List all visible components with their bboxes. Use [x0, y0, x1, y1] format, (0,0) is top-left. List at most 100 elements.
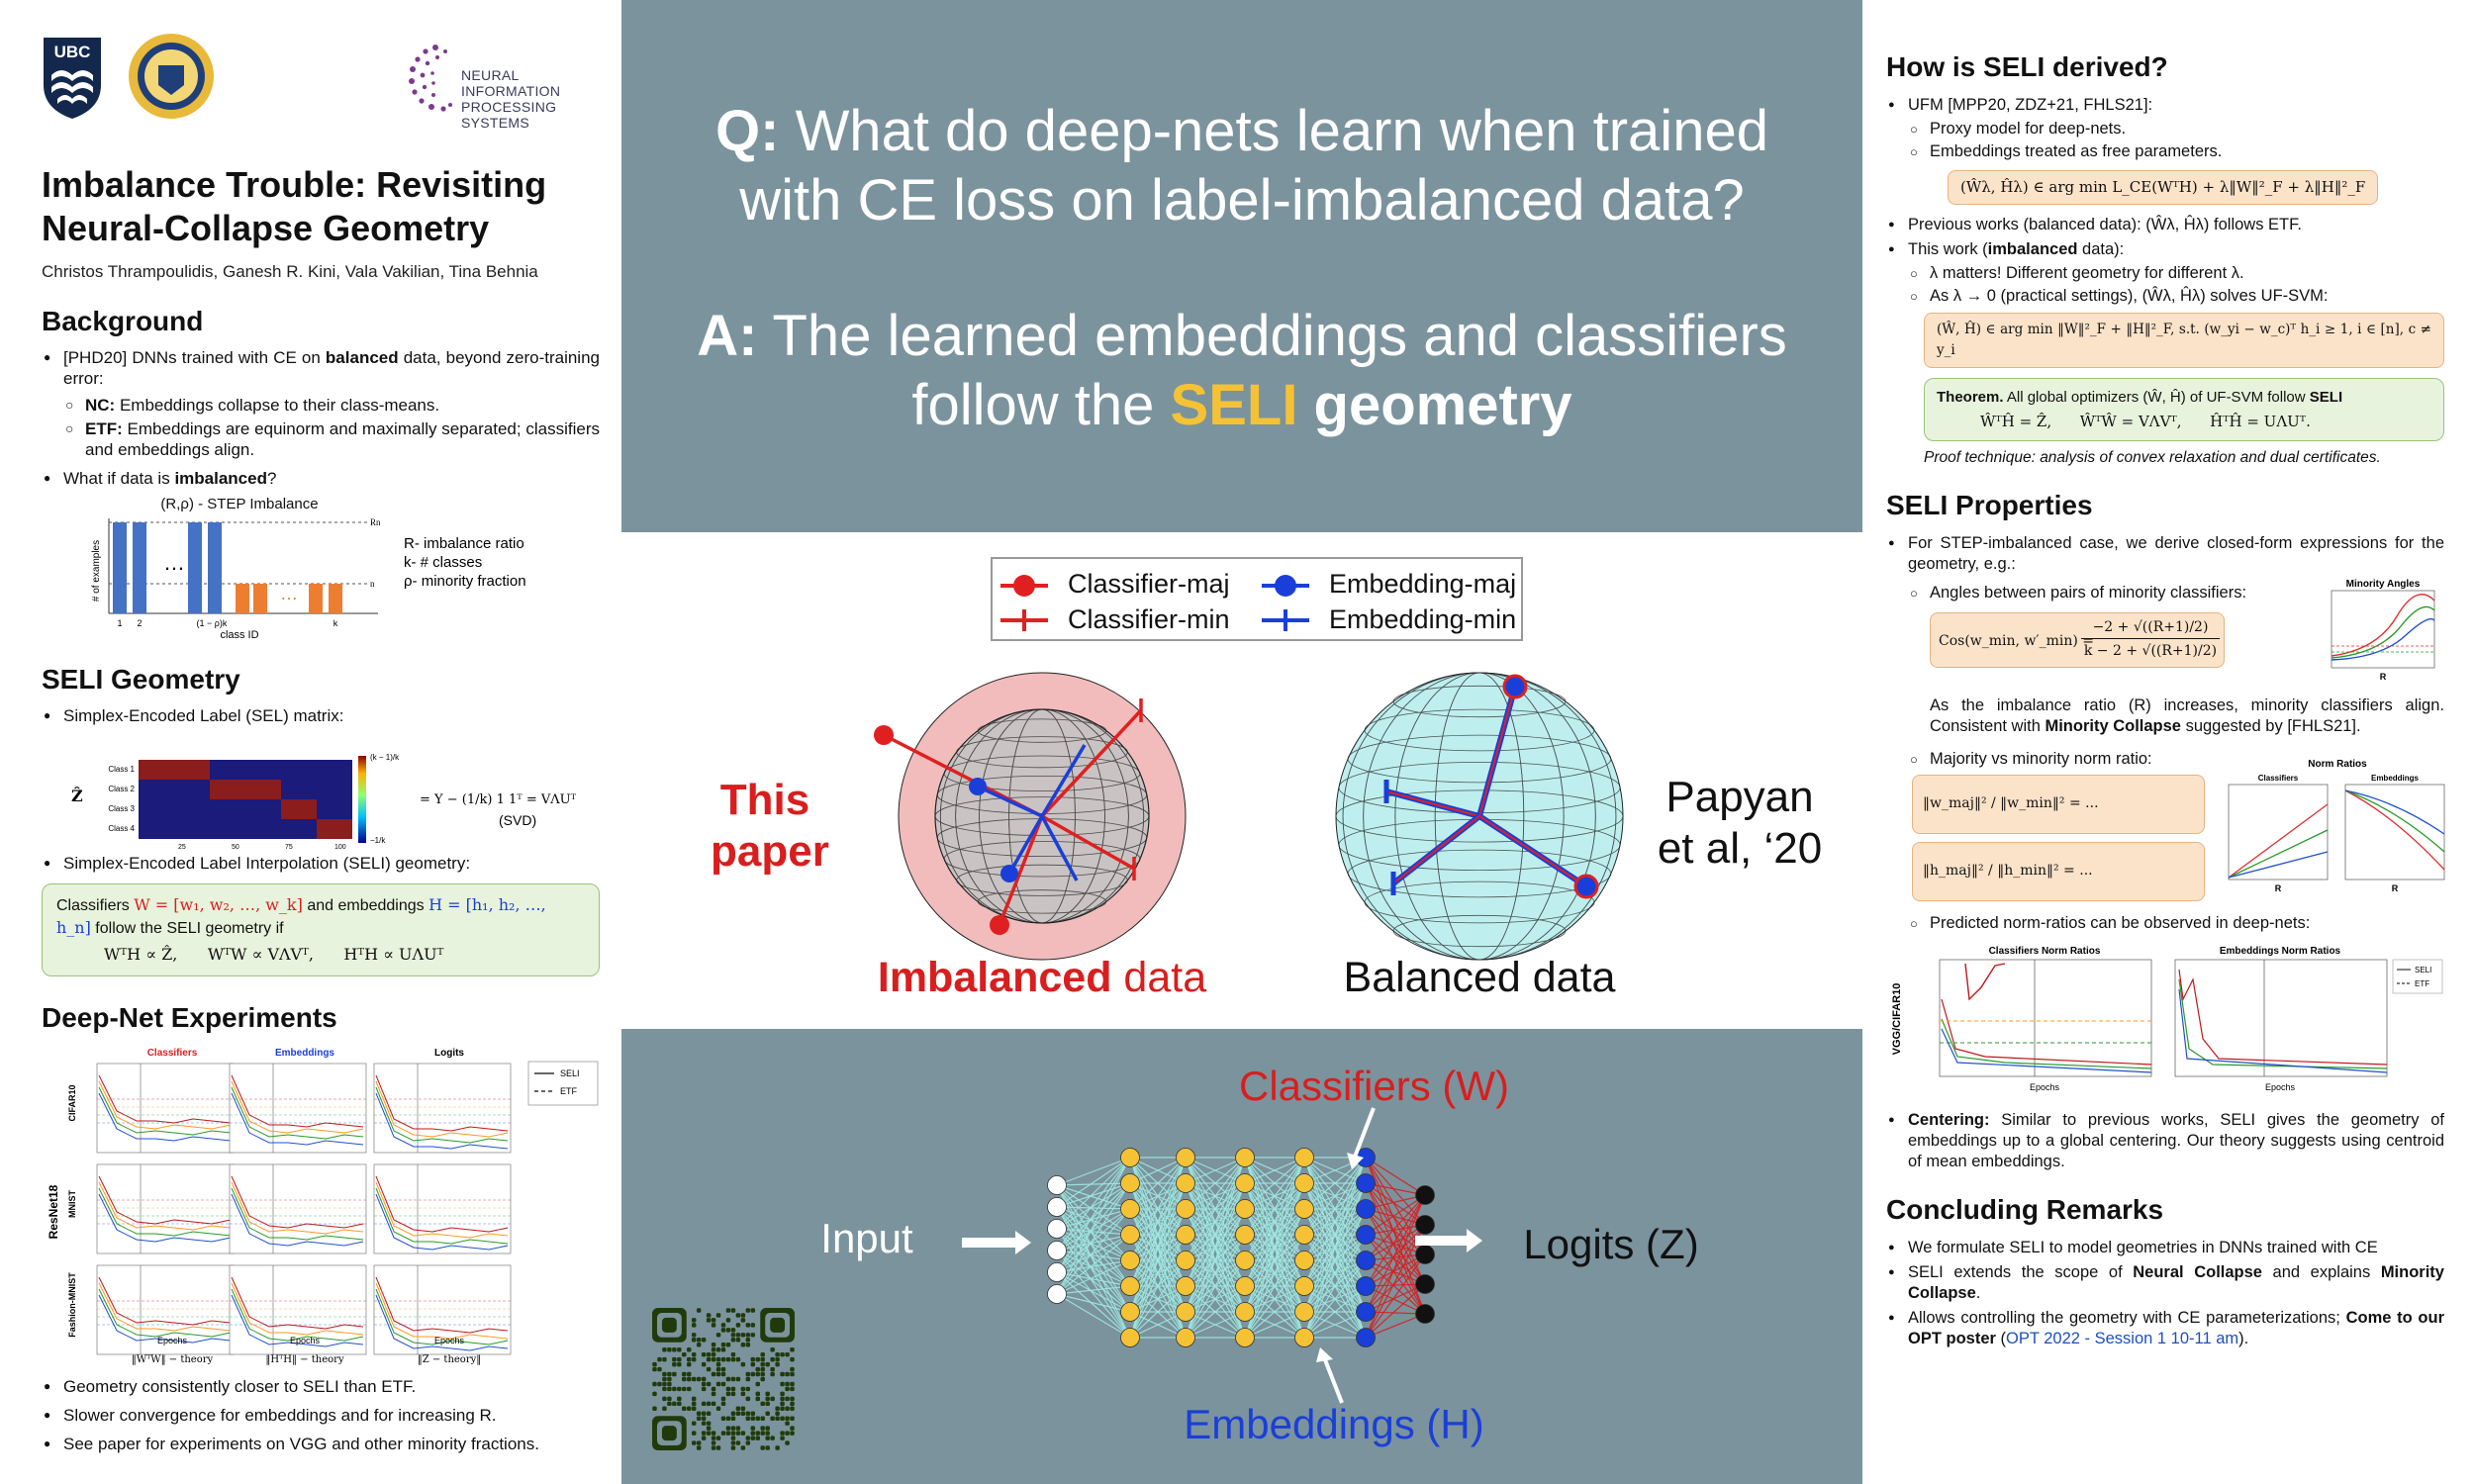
- imbalanced-rest: data: [1111, 954, 1207, 1001]
- sphere-meridian: [979, 708, 1105, 924]
- network-edge: [1303, 1182, 1367, 1339]
- qr-cell: [725, 1308, 731, 1313]
- qr-cell: [711, 1401, 716, 1407]
- qr-cell: [760, 1371, 765, 1377]
- qr-cell: [720, 1371, 726, 1377]
- network-node: [1235, 1328, 1255, 1347]
- network-edge: [1129, 1157, 1187, 1236]
- network-node: [1047, 1284, 1067, 1304]
- exp-series: [98, 1086, 232, 1136]
- network-edge: [1365, 1253, 1426, 1313]
- network-edge: [1365, 1224, 1426, 1261]
- network-edge: [1244, 1259, 1305, 1339]
- qr-cell: [725, 1391, 731, 1397]
- qr-cell: [730, 1391, 736, 1397]
- qr-cell: [750, 1411, 756, 1416]
- network-edge: [1056, 1234, 1131, 1295]
- exp-series: [231, 1276, 364, 1330]
- qr-cell: [701, 1351, 707, 1357]
- sphere-meridian: [955, 708, 1129, 924]
- network-node: [1294, 1328, 1314, 1347]
- text: ).: [2238, 1330, 2249, 1347]
- qr-cell: [715, 1371, 721, 1377]
- network-node: [1176, 1328, 1195, 1347]
- title-line-2: Neural-Collapse Geometry: [42, 208, 490, 248]
- properties-heading: SELI Properties: [1886, 490, 2093, 520]
- network-edge: [1365, 1157, 1426, 1315]
- sphere-parallel: [1347, 734, 1612, 784]
- network-node: [1415, 1215, 1435, 1235]
- angle-eq-den: k − 2 + √((R+1)/2): [2083, 643, 2218, 659]
- qr-cell: [760, 1366, 765, 1372]
- dn-ylabel: VGG/CIFAR10: [1891, 983, 1903, 1056]
- qr-cell: [691, 1323, 697, 1328]
- qr-cell: [750, 1361, 756, 1367]
- nc-text: Embeddings collapse to their class-means…: [115, 396, 440, 415]
- qr-cell: [735, 1376, 741, 1382]
- qr-cell: [701, 1436, 707, 1440]
- step-ellipsis: …: [163, 550, 185, 575]
- legend-embedding-maj: Embedding-maj: [1329, 569, 1517, 599]
- experiments-list: Geometry consistently closer to SELI tha…: [42, 1376, 600, 1454]
- closed-form-text: For STEP-imbalanced case, we derive clos…: [1908, 534, 2444, 573]
- qr-cell: [740, 1431, 746, 1436]
- network-edge: [1056, 1184, 1131, 1261]
- qr-cell: [725, 1356, 731, 1362]
- qr-cell: [780, 1371, 785, 1377]
- deepnet-norm-plots: VGG/CIFAR10 Classifiers Norm Ratios Embe…: [1891, 946, 2443, 1092]
- qr-cell: [720, 1416, 726, 1421]
- qr-cell: [682, 1386, 687, 1392]
- proof-note: Proof technique: analysis of convex rela…: [1924, 449, 2381, 466]
- qr-cell: [750, 1426, 756, 1431]
- seli-definition-box: Classifiers W = [w₁, w₂, …, w_k] and emb…: [42, 883, 600, 976]
- qr-cell: [745, 1411, 751, 1416]
- network-edge: [1365, 1194, 1426, 1313]
- qr-cell: [730, 1445, 736, 1450]
- qr-cell: [790, 1416, 795, 1421]
- qr-cell: [755, 1436, 760, 1440]
- qr-cell: [701, 1421, 707, 1426]
- qr-cell: [715, 1346, 721, 1352]
- qr-cell: [667, 1396, 672, 1402]
- qr-cell: [765, 1431, 770, 1436]
- qr-cell: [706, 1426, 712, 1431]
- qr-cell: [730, 1328, 736, 1333]
- network-edge: [1244, 1157, 1305, 1339]
- qr-cell: [720, 1323, 726, 1328]
- qr-cell: [730, 1416, 736, 1421]
- network-node: [1235, 1148, 1255, 1167]
- network-edge: [1056, 1250, 1131, 1339]
- angles-text: Angles between pairs of minority classif…: [1930, 584, 2247, 602]
- network-edge: [1056, 1234, 1131, 1252]
- exp-series: [375, 1181, 509, 1239]
- university-seal-logo: [129, 34, 214, 119]
- closed-form-item: For STEP-imbalanced case, we derive clos…: [1886, 533, 2445, 1104]
- network-edge: [1365, 1253, 1426, 1287]
- qr-cell: [785, 1396, 790, 1402]
- network-node: [1356, 1251, 1376, 1270]
- exp-series: [375, 1074, 509, 1132]
- network-edge: [1056, 1206, 1131, 1339]
- qr-cell: [715, 1381, 721, 1387]
- exp-col-title: Logits: [434, 1048, 464, 1059]
- theorem-text: All global optimizers (Ŵ, Ĥ) of UF-SVM f…: [2003, 389, 2310, 406]
- network-edge: [1056, 1157, 1131, 1208]
- qr-cell: [706, 1431, 712, 1436]
- qr-cell: [725, 1318, 731, 1323]
- qr-cell: [780, 1401, 785, 1407]
- qr-cell: [687, 1386, 692, 1392]
- qr-cell: [755, 1366, 760, 1372]
- sphere-meridian: [939, 708, 1145, 924]
- qr-cell: [667, 1381, 672, 1387]
- opt-session-link[interactable]: OPT 2022 - Session 1 10-11 am: [2006, 1330, 2239, 1347]
- network-node: [1294, 1302, 1314, 1322]
- network-edge: [1365, 1234, 1426, 1285]
- sphere-meridian: [1008, 708, 1076, 924]
- seli-equations: WᵀH ∝ Ẑ, WᵀW ∝ VΛVᵀ, HᵀH ∝ UΛUᵀ: [104, 945, 444, 964]
- network-edge: [1185, 1157, 1246, 1261]
- ufm-sub-1: Proxy model for deep-nets.: [1908, 119, 2444, 139]
- exp-series: [98, 1080, 232, 1130]
- qr-finder: [770, 1317, 786, 1333]
- step-nmin: n: [370, 579, 375, 589]
- conclusion-bullet-3: Allows controlling the geometry with CE …: [1886, 1308, 2444, 1349]
